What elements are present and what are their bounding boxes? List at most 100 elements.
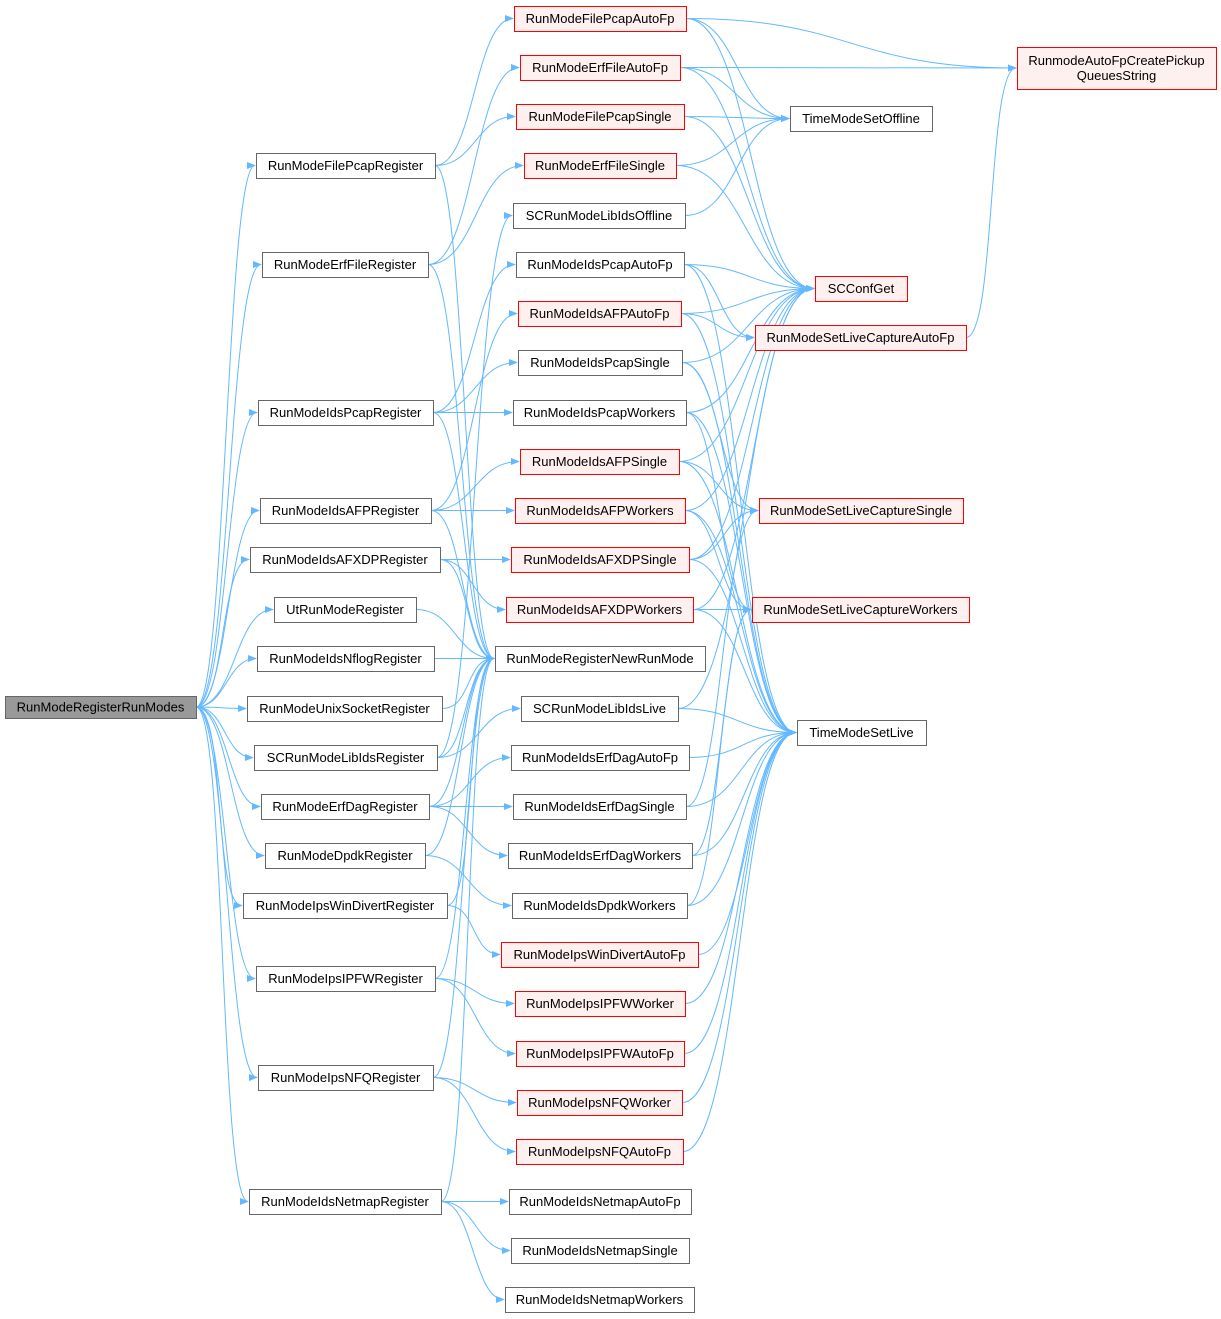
node-box (260, 498, 432, 524)
node-label: SCRunModeLibIdsRegister (267, 750, 425, 765)
node-label: SCRunModeLibIdsOffline (526, 208, 672, 223)
node-run-mode-ids-erf-dag-workers[interactable]: RunModeIdsErfDagWorkers (508, 843, 693, 869)
node-run-mode-set-live-capture-single[interactable]: RunModeSetLiveCaptureSingle (759, 498, 964, 524)
node-run-mode-ids-afp-register[interactable]: RunModeIdsAFPRegister (260, 498, 432, 524)
node-label: RunModeFilePcapSingle (528, 109, 671, 124)
node-run-mode-register-run-modes[interactable]: RunModeRegisterRunModes (5, 696, 197, 719)
node-box (790, 106, 933, 132)
edge-run-mode-ids-pcap-auto-fp-to-time-mode-set-live (683, 264, 797, 737)
edge-run-mode-ids-afxdp-single-to-sc-conf-get (688, 284, 815, 560)
node-run-mode-ids-afp-single[interactable]: RunModeIdsAFPSingle (520, 449, 680, 475)
edge-run-mode-erf-dag-register-to-run-mode-ids-erf-dag-workers (428, 806, 508, 860)
node-ut-run-mode-register[interactable]: UtRunModeRegister (274, 597, 417, 623)
node-run-mode-ids-afp-workers[interactable]: RunModeIdsAFPWorkers (515, 498, 686, 524)
node-run-mode-ips-nfq-auto-fp[interactable]: RunModeIpsNFQAutoFp (516, 1139, 684, 1165)
node-run-mode-ips-win-divert-register[interactable]: RunModeIpsWinDivertRegister (243, 893, 448, 919)
node-run-mode-ids-afxdp-register[interactable]: RunModeIdsAFXDPRegister (250, 547, 441, 573)
node-run-mode-dpdk-register[interactable]: RunModeDpdkRegister (265, 843, 426, 869)
node-run-mode-ids-netmap-single[interactable]: RunModeIdsNetmapSingle (511, 1238, 690, 1264)
node-sc-conf-get[interactable]: SCConfGet (815, 276, 908, 302)
node-run-mode-ids-pcap-register[interactable]: RunModeIdsPcapRegister (258, 400, 434, 426)
edge-run-mode-dpdk-register-to-run-mode-register-new-run-mode (424, 654, 495, 856)
node-label: RunModeSetLiveCaptureSingle (770, 503, 952, 518)
node-label: SCRunModeLibIdsLive (533, 701, 666, 716)
edge-run-mode-ids-netmap-register-to-run-mode-register-new-run-mode (440, 655, 495, 1202)
node-run-mode-file-pcap-auto-fp[interactable]: RunModeFilePcapAutoFp (514, 6, 687, 32)
node-label: RunModeIpsNFQWorker (528, 1095, 671, 1110)
node-run-mode-ids-netmap-auto-fp[interactable]: RunModeIdsNetmapAutoFp (509, 1189, 692, 1215)
node-time-mode-set-live[interactable]: TimeModeSetLive (797, 720, 927, 746)
node-run-mode-erf-file-single[interactable]: RunModeErfFileSingle (524, 153, 677, 179)
node-run-mode-set-live-capture-workers[interactable]: RunModeSetLiveCaptureWorkers (752, 597, 970, 623)
edge-run-mode-erf-file-auto-fp-to-sc-conf-get (679, 67, 815, 293)
edge-run-mode-ids-afxdp-single-to-run-mode-set-live-capture-single (688, 506, 759, 560)
node-run-mode-ids-nflog-register[interactable]: RunModeIdsNflogRegister (257, 646, 435, 672)
node-label: RunModeIdsAFPRegister (272, 503, 420, 518)
node-run-mode-ids-afxdp-single[interactable]: RunModeIdsAFXDPSingle (511, 547, 690, 573)
node-run-mode-file-pcap-single[interactable]: RunModeFilePcapSingle (516, 104, 685, 130)
node-run-mode-ids-netmap-workers[interactable]: RunModeIdsNetmapWorkers (505, 1287, 695, 1313)
node-run-mode-unix-socket-register[interactable]: RunModeUnixSocketRegister (247, 696, 443, 722)
node-run-mode-ips-nfq-register[interactable]: RunModeIpsNFQRegister (258, 1065, 434, 1091)
node-box (815, 276, 908, 302)
node-sc-run-mode-lib-ids-live[interactable]: SCRunModeLibIdsLive (521, 696, 679, 722)
node-label: RunModeIdsNetmapWorkers (516, 1292, 684, 1307)
node-run-mode-register-new-run-mode[interactable]: RunModeRegisterNewRunMode (495, 646, 706, 672)
edge-run-mode-file-pcap-single-to-sc-conf-get (683, 116, 815, 293)
node-sc-run-mode-lib-ids-offline[interactable]: SCRunModeLibIdsOffline (513, 203, 686, 229)
node-run-mode-ids-afxdp-workers[interactable]: RunModeIdsAFXDPWorkers (506, 597, 694, 623)
edge-run-mode-file-pcap-auto-fp-to-runmode-auto-fp-create-pickup-queues-string (685, 18, 1017, 72)
edge-run-mode-ips-nfq-register-to-run-mode-ips-nfq-auto-fp (432, 1077, 516, 1156)
edge-run-mode-set-live-capture-auto-fp-to-runmode-auto-fp-create-pickup-queues-string (965, 64, 1017, 338)
node-label: RunModeIdsNflogRegister (269, 651, 422, 666)
node-box (521, 696, 679, 722)
node-box (250, 547, 441, 573)
node-run-mode-ids-pcap-auto-fp[interactable]: RunModeIdsPcapAutoFp (516, 252, 685, 278)
node-run-mode-erf-file-auto-fp[interactable]: RunModeErfFileAutoFp (520, 55, 681, 81)
node-run-mode-file-pcap-register[interactable]: RunModeFilePcapRegister (256, 153, 436, 179)
node-sc-run-mode-lib-ids-register[interactable]: SCRunModeLibIdsRegister (254, 745, 438, 771)
node-run-mode-ips-win-divert-auto-fp[interactable]: RunModeIpsWinDivertAutoFp (501, 942, 699, 968)
edge-run-mode-ids-erf-dag-single-to-time-mode-set-live (685, 728, 797, 807)
node-box (513, 794, 687, 820)
node-run-mode-set-live-capture-auto-fp[interactable]: RunModeSetLiveCaptureAutoFp (755, 325, 967, 351)
node-label: RunModeErfDagRegister (272, 799, 418, 814)
node-run-mode-erf-file-register[interactable]: RunModeErfFileRegister (262, 252, 429, 278)
edge-run-mode-ids-erf-dag-single-to-run-mode-set-live-capture-single (685, 506, 759, 807)
node-run-mode-ips-nfq-worker[interactable]: RunModeIpsNFQWorker (517, 1090, 683, 1116)
node-run-mode-ids-erf-dag-auto-fp[interactable]: RunModeIdsErfDagAutoFp (511, 745, 690, 771)
node-run-mode-ids-netmap-register[interactable]: RunModeIdsNetmapRegister (249, 1189, 442, 1215)
edge-run-mode-erf-file-auto-fp-to-runmode-auto-fp-create-pickup-queues-string (679, 64, 1017, 72)
edge-run-mode-ips-nfq-register-to-run-mode-register-new-run-mode (432, 655, 495, 1078)
edge-run-mode-ids-pcap-workers-to-sc-conf-get (685, 284, 815, 413)
edge-run-mode-register-run-modes-to-run-mode-erf-file-register (195, 261, 262, 708)
node-run-mode-ids-dpdk-workers[interactable]: RunModeIdsDpdkWorkers (512, 893, 688, 919)
node-run-mode-ips-ipfw-worker[interactable]: RunModeIpsIPFWWorker (515, 991, 686, 1017)
edge-run-mode-erf-file-single-to-sc-conf-get (675, 165, 815, 293)
node-run-mode-ips-ipfw-register[interactable]: RunModeIpsIPFWRegister (256, 966, 436, 992)
edge-run-mode-ids-afp-auto-fp-to-sc-conf-get (680, 284, 815, 314)
edge-run-mode-erf-file-auto-fp-to-time-mode-set-offline (679, 67, 790, 123)
node-label: RunModeIpsIPFWWorker (526, 996, 675, 1011)
node-run-mode-ids-afp-auto-fp[interactable]: RunModeIdsAFPAutoFp (518, 301, 682, 327)
node-run-mode-ids-erf-dag-single[interactable]: RunModeIdsErfDagSingle (513, 794, 687, 820)
edge-run-mode-register-run-modes-to-run-mode-ids-pcap-register (195, 408, 258, 708)
node-label: RunModeDpdkRegister (277, 848, 413, 863)
node-label: RunModeIpsNFQAutoFp (528, 1144, 671, 1159)
node-box (517, 1090, 683, 1116)
edge-run-mode-erf-file-register-to-run-mode-erf-file-auto-fp (427, 63, 520, 265)
node-label: RunModeUnixSocketRegister (259, 701, 430, 716)
node-run-mode-ids-pcap-single[interactable]: RunModeIdsPcapSingle (518, 350, 683, 376)
node-box (274, 597, 417, 623)
node-time-mode-set-offline[interactable]: TimeModeSetOffline (790, 106, 933, 132)
node-run-mode-ips-ipfw-auto-fp[interactable]: RunModeIpsIPFWAutoFp (516, 1041, 685, 1067)
edge-ut-run-mode-register-to-run-mode-register-new-run-mode (415, 609, 495, 663)
edge-run-mode-erf-dag-register-to-run-mode-register-new-run-mode (428, 654, 495, 807)
node-label: RunModeIdsAFPSingle (532, 454, 667, 469)
node-box (516, 1139, 684, 1165)
node-run-mode-ids-pcap-workers[interactable]: RunModeIdsPcapWorkers (513, 400, 687, 426)
edge-run-mode-ids-pcap-workers-to-run-mode-set-live-capture-workers (685, 412, 752, 614)
node-run-mode-erf-dag-register[interactable]: RunModeErfDagRegister (261, 794, 430, 820)
